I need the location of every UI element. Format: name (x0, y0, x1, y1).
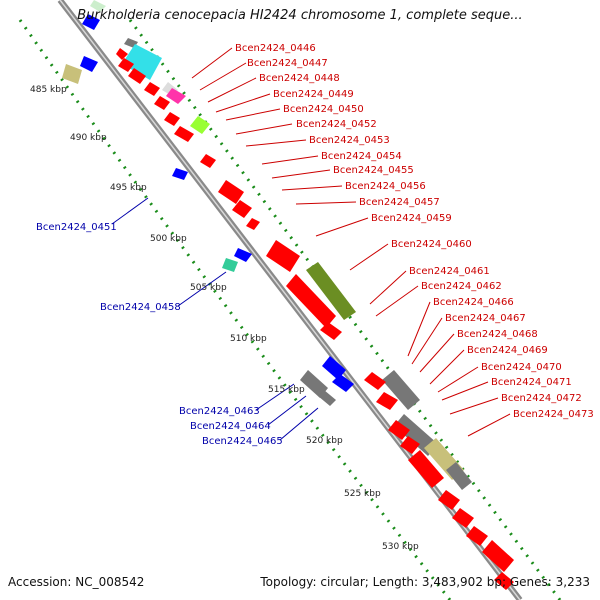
reverse-leader-lines (111, 197, 319, 441)
gene-arrow (452, 508, 474, 528)
gene-arrow (446, 462, 472, 490)
kbp-tick: 525 kbp (344, 489, 381, 499)
gene-arrow (306, 262, 356, 320)
gene-arrow (122, 44, 162, 80)
gene-arrow (376, 392, 398, 410)
gene-label: Bcen2424_0451 (36, 222, 117, 233)
gene-label: Bcen2424_0461 (409, 266, 490, 277)
gene-label: Bcen2424_0448 (259, 73, 340, 84)
gene-arrow (320, 322, 342, 340)
gene-arrow (164, 112, 180, 126)
gene-label: Bcen2424_0473 (513, 409, 594, 420)
gene-arrow (318, 390, 336, 406)
gene-label: Bcen2424_0458 (100, 302, 181, 313)
kbp-ticks: 485 kbp 490 kbp 495 kbp 500 kbp 505 kbp … (30, 85, 419, 552)
kbp-tick: 490 kbp (70, 133, 107, 143)
gene-arrow (200, 154, 216, 168)
accession-text: Accession: NC_008542 (8, 575, 145, 589)
kbp-tick: 505 kbp (190, 283, 227, 293)
forward-genes (116, 38, 514, 590)
gene-arrow (438, 490, 460, 510)
gene-label: Bcen2424_0463 (179, 406, 260, 417)
gene-label: Bcen2424_0462 (421, 281, 502, 292)
gene-arrow (190, 116, 210, 134)
gene-label: Bcen2424_0468 (457, 329, 538, 340)
gene-arrow (218, 180, 244, 204)
gene-arrow (494, 572, 514, 590)
gene-label: Bcen2424_0469 (467, 345, 548, 356)
forward-labels: Bcen2424_0446 Bcen2424_0447 Bcen2424_044… (235, 43, 594, 420)
gene-arrow (174, 126, 194, 142)
gene-arrow (80, 56, 98, 72)
gene-label: Bcen2424_0452 (296, 119, 377, 130)
gene-arrow (222, 258, 238, 272)
gene-arrow (246, 218, 260, 230)
gene-arrow (90, 0, 106, 12)
gene-arrow (154, 96, 170, 110)
gene-arrow (166, 88, 186, 104)
gene-arrow (62, 64, 82, 84)
gene-arrow (466, 526, 488, 546)
kbp-tick: 515 kbp (268, 385, 305, 395)
gene-label: Bcen2424_0456 (345, 181, 426, 192)
gene-arrow (482, 540, 514, 572)
reverse-genes (62, 0, 354, 406)
gene-arrow (300, 370, 328, 398)
gene-arrow (116, 48, 128, 60)
gene-arrow (232, 200, 252, 218)
gene-label: Bcen2424_0460 (391, 239, 472, 250)
gene-arrow (266, 240, 300, 272)
gene-label: Bcen2424_0450 (283, 104, 364, 115)
gene-arrow (400, 436, 420, 454)
gene-label: Bcen2424_0470 (481, 362, 562, 373)
topology-text: Topology: circular; Length: 3,483,902 bp… (260, 575, 590, 589)
gene-label: Bcen2424_0454 (321, 151, 402, 162)
gene-arrow (118, 58, 134, 72)
kbp-tick: 530 kbp (382, 542, 419, 552)
gene-label: Bcen2424_0446 (235, 43, 316, 54)
gene-arrow (332, 374, 354, 392)
gene-label: Bcen2424_0459 (371, 213, 452, 224)
gene-label: Bcen2424_0464 (190, 421, 271, 432)
map-title: Burkholderia cenocepacia HI2424 chromoso… (77, 8, 523, 23)
gene-arrow (234, 248, 252, 262)
kbp-tick: 520 kbp (306, 436, 343, 446)
gene-label: Bcen2424_0453 (309, 135, 390, 146)
gene-arrow (128, 68, 146, 84)
kbp-tick: 485 kbp (30, 85, 67, 95)
kbp-tick: 500 kbp (150, 234, 187, 244)
gene-label: Bcen2424_0466 (433, 297, 514, 308)
gene-arrow (382, 370, 420, 410)
gene-arrow (408, 450, 444, 488)
gene-label: Bcen2424_0472 (501, 393, 582, 404)
gene-label: Bcen2424_0465 (202, 436, 283, 447)
gene-arrow (172, 168, 188, 180)
gene-label: Bcen2424_0447 (247, 58, 328, 69)
gene-label: Bcen2424_0457 (359, 197, 440, 208)
gene-arrow (388, 420, 410, 440)
kbp-tick: 510 kbp (230, 334, 267, 344)
gene-arrow (364, 372, 386, 390)
gene-arrow (286, 274, 336, 328)
gene-label: Bcen2424_0449 (273, 89, 354, 100)
reverse-labels: Bcen2424_0451 Bcen2424_0458 Bcen2424_046… (36, 222, 283, 447)
gene-arrow (82, 14, 100, 30)
gene-arrow (144, 82, 160, 96)
kbp-tick: 495 kbp (110, 183, 147, 193)
inner-dotted-track (18, 19, 452, 600)
gene-label: Bcen2424_0471 (491, 377, 572, 388)
forward-leader-lines (191, 47, 511, 437)
gene-label: Bcen2424_0455 (333, 165, 414, 176)
gene-label: Bcen2424_0467 (445, 313, 526, 324)
